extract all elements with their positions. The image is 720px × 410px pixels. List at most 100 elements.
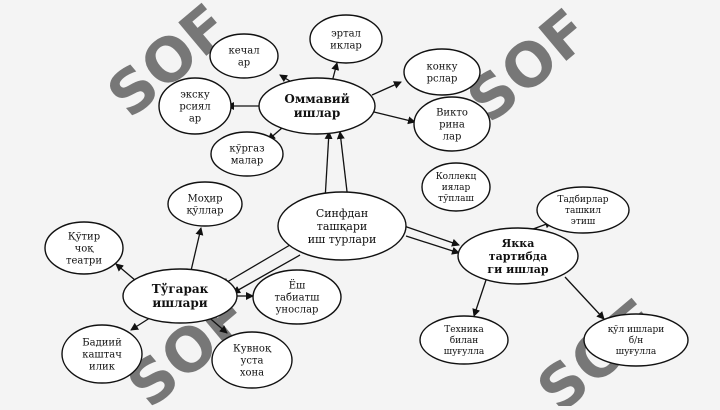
node-konkurslar-label-1: рслар bbox=[427, 74, 458, 85]
node-kuvnok-label-2: хона bbox=[240, 368, 264, 379]
arrow-sinfdan-yakka-2 bbox=[405, 235, 460, 255]
node-kuvnok-shape bbox=[211, 331, 293, 389]
node-qotir-shape bbox=[44, 221, 124, 275]
node-korgazmalar-shape bbox=[210, 131, 284, 177]
node-kollektsiya-label-2: тўплаш bbox=[438, 194, 474, 204]
node-ekskursiyalar-label-0: экску bbox=[180, 90, 210, 101]
node-yakka-label-0: Якка bbox=[502, 237, 535, 250]
node-kechalar-label-1: ар bbox=[238, 58, 250, 69]
node-ommaviy-label-0: Оммавий bbox=[284, 92, 349, 106]
node-ertaliklar-shape bbox=[309, 14, 383, 64]
node-sinfdan-label-1: ташқари bbox=[317, 220, 367, 233]
node-kollektsiya-label-1: иялар bbox=[442, 183, 471, 193]
node-kollektsiya-label-0: Коллекц bbox=[436, 172, 477, 182]
node-viktorinalar-label-2: лар bbox=[443, 132, 462, 143]
node-sinfdan-label-0: Синфдан bbox=[316, 207, 368, 220]
node-yosh-label-0: Ёш bbox=[289, 280, 306, 292]
node-ertaliklar-label-0: эртал bbox=[331, 29, 361, 40]
node-kol-label-0: қўл ишлари bbox=[608, 325, 665, 335]
node-texnika-shape bbox=[419, 315, 509, 365]
node-ommaviy-label-1: ишлар bbox=[294, 106, 340, 120]
node-badiiy-label-2: илик bbox=[89, 362, 116, 373]
node-badiiy-shape bbox=[61, 324, 143, 384]
node-viktorinalar-label-1: рина bbox=[439, 120, 465, 131]
node-kuvnok-label-0: Кувноқ bbox=[233, 344, 272, 355]
node-viktorinalar-shape bbox=[413, 96, 491, 152]
node-kol-shape bbox=[583, 313, 689, 367]
node-sinfdan-label-2: иш турлари bbox=[308, 233, 377, 246]
node-ekskursiyalar-shape bbox=[158, 77, 232, 135]
arrow-sinfdan-togarak-1 bbox=[221, 244, 291, 286]
node-yosh-shape bbox=[252, 269, 342, 325]
arrow-sinfdan-togarak-2 bbox=[232, 254, 301, 294]
node-yakka-label-2: ги ишлар bbox=[487, 263, 549, 276]
node-ommaviy-shape bbox=[258, 77, 376, 135]
arrow-yakka-texnika bbox=[472, 279, 487, 317]
node-ekskursiyalar-label-2: ар bbox=[189, 114, 201, 125]
arrow-yakka-kol bbox=[564, 276, 605, 320]
arrow-sinfdan-ommaviy-1 bbox=[324, 131, 333, 201]
node-qotir-label-0: Қўтир bbox=[68, 232, 100, 243]
node-ertaliklar-label-1: иклар bbox=[330, 41, 362, 52]
node-kol-label-2: шуғулла bbox=[616, 347, 657, 357]
node-kuvnok-label-1: уста bbox=[241, 356, 264, 367]
node-korgazmalar-label-0: кўргаз bbox=[229, 144, 264, 155]
node-yosh-label-1: табиатш bbox=[275, 293, 321, 304]
node-kollektsiya-shape bbox=[421, 162, 491, 212]
node-yakka-label-1: тартибда bbox=[489, 250, 547, 263]
node-konkurslar-label-0: конку bbox=[426, 62, 457, 73]
node-yakka-shape bbox=[457, 227, 579, 285]
node-kol-label-1: б/н bbox=[629, 335, 643, 346]
node-korgazmalar-label-1: малар bbox=[231, 156, 263, 167]
node-togarak-label-1: ишлари bbox=[152, 296, 207, 310]
node-togarak-shape bbox=[122, 268, 238, 324]
node-mohir-shape bbox=[167, 181, 243, 227]
arrow-togarak-mohir bbox=[189, 227, 204, 276]
node-sinfdan-shape bbox=[277, 191, 407, 261]
node-yosh-label-2: унослар bbox=[276, 305, 319, 316]
arrow-sinfdan-ommaviy-2 bbox=[336, 131, 349, 201]
node-tadbirlar-label-1: ташкил bbox=[565, 206, 601, 216]
node-texnika-label-2: шуғулла bbox=[444, 347, 485, 357]
node-texnika-label-0: Техника bbox=[444, 325, 484, 335]
node-konkurslar-shape bbox=[403, 48, 481, 96]
node-viktorinalar-label-0: Викто bbox=[436, 108, 468, 119]
node-tadbirlar-label-2: этиш bbox=[571, 217, 596, 227]
arrow-ommaviy-konkurslar bbox=[371, 81, 402, 96]
node-qotir-label-1: чоқ bbox=[75, 244, 95, 255]
node-ekskursiyalar-label-1: рсиял bbox=[179, 102, 210, 113]
node-qotir-label-2: театри bbox=[66, 256, 102, 267]
node-mohir-label-1: қўллар bbox=[186, 206, 223, 217]
arrow-ommaviy-viktorinalar bbox=[373, 111, 416, 125]
node-kechalar-label-0: кечал bbox=[228, 46, 259, 57]
node-tadbirlar-shape bbox=[536, 186, 630, 234]
node-togarak-label-0: Тўгарак bbox=[152, 282, 209, 296]
node-tadbirlar-label-0: Тадбирлар bbox=[558, 194, 609, 205]
node-kechalar-shape bbox=[209, 33, 279, 79]
arrow-sinfdan-yakka-1 bbox=[403, 225, 460, 247]
node-badiiy-label-0: Бадиий bbox=[82, 338, 122, 349]
node-badiiy-label-1: каштач bbox=[82, 350, 122, 361]
